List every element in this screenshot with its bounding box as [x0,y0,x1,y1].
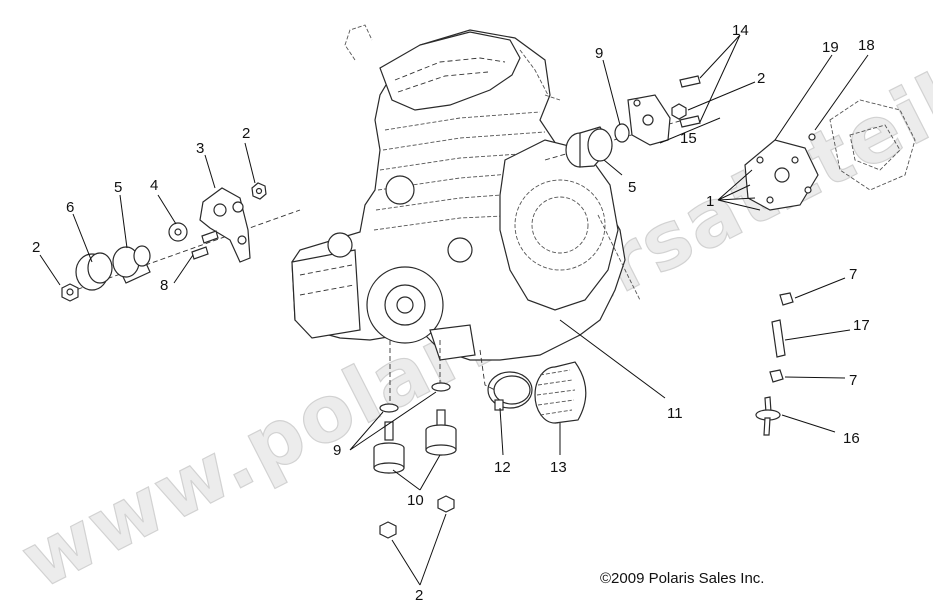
callout-4: 4 [150,177,158,194]
callout-labels: 1 2 2 2 2 3 4 5 5 6 7 7 8 9 9 10 11 12 1… [32,22,875,604]
callout-2-bracket-right: 2 [757,70,765,87]
callout-2-bottom: 2 [415,587,423,604]
callout-13: 13 [550,459,567,476]
callout-7-top: 7 [849,266,857,283]
washer-part-9-bottom-right [431,382,451,392]
callout-5-right: 5 [628,179,636,196]
callout-16: 16 [843,430,860,447]
plate-part-19 [744,139,819,211]
rubber-mount-part-5-left [112,245,151,284]
callout-7-bottom: 7 [849,372,857,389]
callout-15: 15 [680,130,697,147]
rubber-mount-part-10-right [425,409,457,456]
nut-part-2-bottom-right [437,495,455,513]
callout-12: 12 [494,459,511,476]
callout-19: 19 [822,39,839,56]
cap-part-7-bottom [769,369,784,383]
cap-part-7-top [779,292,794,306]
callout-9-bottom: 9 [333,442,341,459]
bracket-part-3 [199,187,251,263]
callout-18: 18 [858,37,875,54]
callout-17: 17 [853,317,870,334]
washer-part-4 [168,222,188,242]
washer-part-9-bottom-left [379,403,399,413]
bolt-part-14-lower [679,115,701,128]
nut-part-2-bottom-left [379,521,397,539]
nut-part-2-left [61,283,79,302]
stud-part-16 [755,396,781,436]
left-mount-group [39,142,301,302]
callout-9-top: 9 [595,45,603,62]
component-part-18 [808,99,916,191]
bolt-part-14-upper [679,75,701,88]
bottom-mount-group [349,340,457,586]
callout-6: 6 [66,199,74,216]
callout-2-bracket-left: 2 [242,125,250,142]
nut-part-2-bracket-left [251,182,267,200]
nut-part-2-bracket-right [671,103,687,120]
bracket-part-15 [627,94,671,146]
right-upper-mount-group [544,34,916,211]
copyright-notice: ©2009 Polaris Sales Inc. [600,570,764,587]
callout-14: 14 [732,22,749,39]
washer-part-6 [75,252,113,291]
washer-part-9-top [614,123,630,143]
boot-part-13 [534,361,587,424]
callout-5-left: 5 [114,179,122,196]
callout-11: 11 [667,405,683,422]
rod-part-17 [771,319,786,358]
right-lower-parts [755,277,851,436]
engine-assembly [291,24,641,361]
callout-2-nut-left: 2 [32,239,40,256]
callout-10: 10 [407,492,424,509]
screws-part-1 [717,169,761,211]
callout-3: 3 [196,140,204,157]
callout-1: 1 [706,193,714,210]
bolts-part-8 [191,230,219,260]
clamp-part-12 [487,371,533,411]
rubber-mount-part-10-left [373,421,405,474]
intake-boot-group [479,319,666,456]
rubber-mount-part-5-right [565,126,613,168]
callout-8: 8 [160,277,168,294]
